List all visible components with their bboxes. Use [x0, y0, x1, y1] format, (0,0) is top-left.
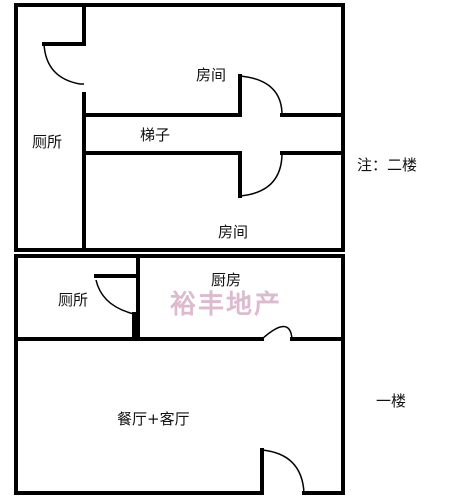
upper-floor-walls — [14, 3, 345, 252]
room-label-kitchen: 厨房 — [211, 271, 241, 289]
upper-floor-doors — [43, 43, 283, 197]
watermark-text: 裕丰地产 — [170, 289, 282, 320]
lower-floor-note: 一楼 — [376, 392, 406, 410]
upper-floor-note: 注：二楼 — [357, 156, 417, 174]
room-label-bedroom-bottom: 房间 — [218, 223, 248, 241]
lower-floor-walls — [14, 254, 345, 495]
room-label-bedroom-top: 房间 — [196, 66, 226, 84]
room-label-upper-toilet: 厕所 — [32, 133, 62, 151]
room-label-lower-toilet: 厕所 — [58, 291, 88, 309]
room-label-dining-living: 餐厅+客厅 — [117, 410, 190, 428]
lower-floor-doors — [95, 279, 305, 494]
room-label-stairs: 梯子 — [140, 126, 170, 144]
